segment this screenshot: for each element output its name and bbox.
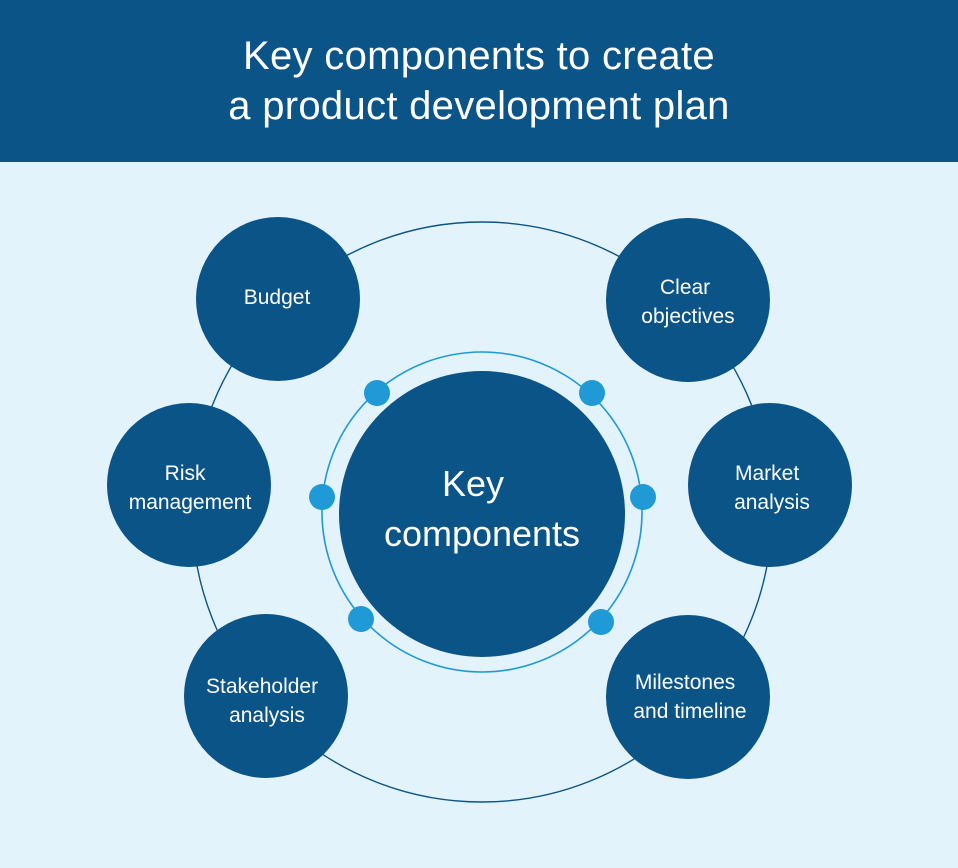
- svg-text:Risk management: Risk management: [129, 462, 252, 514]
- title-line-2: a product development plan: [228, 84, 730, 128]
- ring-dot: [364, 380, 390, 406]
- center-label-line-2: components: [384, 513, 580, 554]
- component-stakeholder-analysis: Stakeholder analysis: [184, 614, 348, 778]
- component-label-line-1: Stakeholder: [206, 675, 318, 698]
- component-label: Budget: [244, 286, 311, 309]
- ring-dot: [588, 609, 614, 635]
- component-label-line-2: analysis: [734, 491, 810, 514]
- svg-text:Market analysis: Market analysis: [734, 462, 810, 514]
- component-label-line-2: and timeline: [633, 700, 746, 723]
- component-circle: [107, 403, 271, 567]
- component-clear-objectives: Clear objectives: [606, 218, 770, 382]
- svg-text:Key components: Key components: [384, 463, 580, 554]
- ring-dot: [309, 484, 335, 510]
- title-line-1: Key components to create: [243, 34, 715, 78]
- title-banner: Key components to create a product devel…: [0, 0, 958, 162]
- component-circle: [688, 403, 852, 567]
- component-label-line-1: Milestones: [635, 671, 735, 694]
- component-risk-management: Risk management: [107, 403, 271, 567]
- svg-text:Budget: Budget: [244, 286, 311, 309]
- center-circle: [339, 371, 625, 657]
- ring-dots: [309, 380, 656, 635]
- component-circle: [606, 615, 770, 779]
- ring-dot: [348, 606, 374, 632]
- svg-text:Stakeholder analysis: Stakeholder analysis: [206, 675, 324, 727]
- ring-dot: [579, 380, 605, 406]
- ring-dot: [630, 484, 656, 510]
- component-label-line-1: Market: [735, 462, 799, 485]
- component-circle: [196, 217, 360, 381]
- svg-text:Clear objectives: Clear objectives: [641, 276, 734, 328]
- component-budget: Budget: [196, 217, 360, 381]
- svg-text:Milestones and timelin: Milestones and timeline: [633, 671, 746, 723]
- inner-ring: [321, 351, 643, 673]
- component-milestones-and-timeline: Milestones and timeline: [606, 615, 770, 779]
- center-label-line-1: Key: [442, 463, 504, 504]
- component-circle: [184, 614, 348, 778]
- component-label-line-2: management: [129, 491, 252, 514]
- component-market-analysis: Market analysis: [688, 403, 852, 567]
- component-circle: [606, 218, 770, 382]
- component-label-line-1: Risk: [165, 462, 206, 485]
- component-label-line-2: analysis: [229, 704, 305, 727]
- center-node: Key components: [339, 371, 625, 657]
- component-label-line-1: Clear: [660, 276, 710, 299]
- component-label-line-2: objectives: [641, 305, 734, 328]
